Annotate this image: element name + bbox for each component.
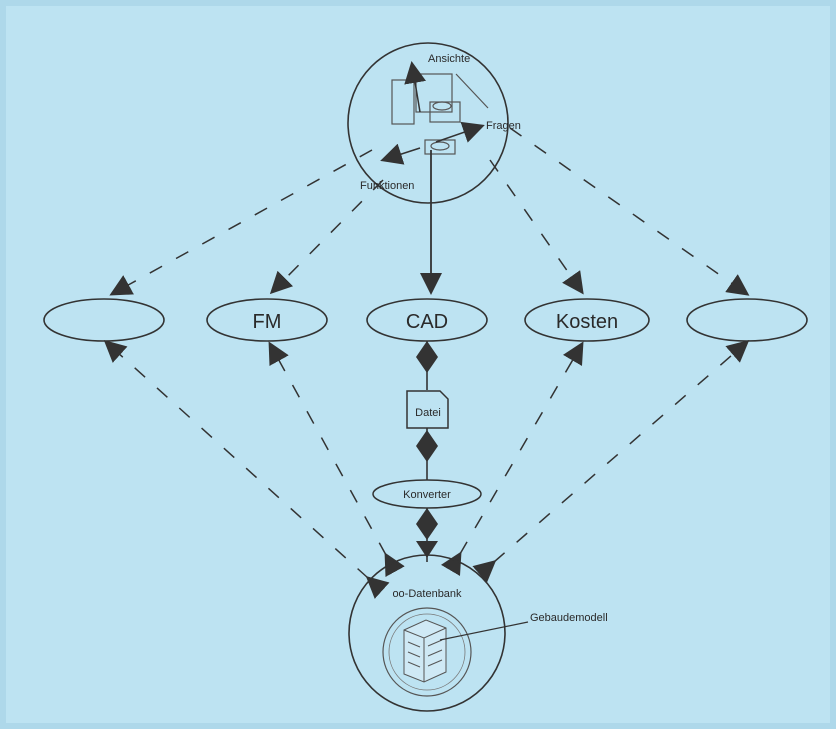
application-row: FM CAD Kosten: [43, 298, 808, 342]
inner-model-circle: [382, 607, 472, 697]
cad-to-datei-connector: [416, 341, 438, 390]
label-fragen: Fragen: [486, 120, 521, 132]
top-circle-node: Ansichte Fragen Funktionen: [347, 42, 521, 204]
app-ellipse-cad: CAD: [366, 298, 488, 342]
label-datei: Datei: [415, 407, 441, 419]
label-funktionen: Funktionen: [360, 180, 414, 192]
app-ellipse-fm: FM: [206, 298, 328, 342]
ui-sketch-icon: [391, 73, 489, 155]
app-label-cad: CAD: [406, 311, 448, 333]
label-gebaudemodell: Gebaudemodell: [530, 612, 608, 624]
app-label-fm: FM: [253, 311, 282, 333]
label-ansichte: Ansichte: [428, 53, 470, 65]
datei-to-konverter-connector: [416, 428, 438, 480]
konverter-node: Konverter: [372, 479, 482, 509]
bottom-dashed-arrows: [103, 339, 750, 599]
database-node: oo-Datenbank Gebaudemodell: [348, 554, 608, 712]
app-label-kosten: Kosten: [556, 311, 618, 333]
app-ellipse-empty-left: [43, 298, 165, 342]
top-dashed-arrows: [109, 127, 750, 296]
label-oo-datenbank: oo-Datenbank: [392, 588, 462, 600]
label-konverter: Konverter: [403, 489, 451, 501]
datei-node: Datei: [406, 390, 449, 429]
app-ellipse-empty-right: [686, 298, 808, 342]
app-ellipse-kosten: Kosten: [524, 298, 650, 342]
konverter-to-db-connector: [416, 508, 438, 562]
building-icon: [403, 619, 447, 683]
